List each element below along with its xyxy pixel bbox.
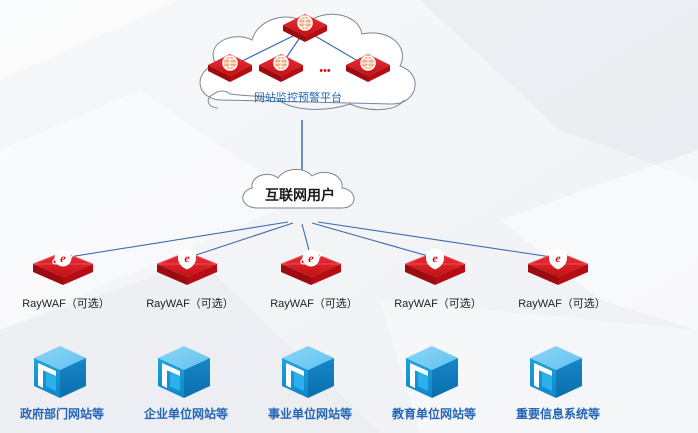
waf-node xyxy=(404,248,466,286)
waf-label: RayWAF（可选） xyxy=(270,297,358,310)
waf-label: RayWAF（可选） xyxy=(146,297,234,310)
server-cube-icon xyxy=(406,346,458,398)
site-group-label: 重要信息系统等 xyxy=(516,406,600,421)
waf-node xyxy=(527,248,589,286)
server-cube-icon xyxy=(158,346,210,398)
server-cube-icon xyxy=(282,346,334,398)
platform-label: 网站监控预警平台 xyxy=(254,90,342,104)
site-group-label: 企业单位网站等 xyxy=(143,406,228,421)
server-cube-icon xyxy=(34,346,86,398)
site-group-label: 教育单位网站等 xyxy=(391,406,476,421)
waf-node xyxy=(156,248,218,286)
waf-label: RayWAF（可选） xyxy=(518,297,606,310)
site-group-label: 政府部门网站等 xyxy=(20,406,104,421)
waf-node xyxy=(280,248,342,286)
waf-label: RayWAF（可选） xyxy=(394,297,482,310)
server-cube-icon xyxy=(530,346,582,398)
site-group-label: 事业单位网站等 xyxy=(268,406,352,421)
more-nodes-ellipsis: ••• xyxy=(319,65,331,77)
internet-cloud xyxy=(242,169,355,209)
waf-label: RayWAF（可选） xyxy=(22,297,110,310)
internet-users-label: 互联网用户 xyxy=(265,187,335,203)
